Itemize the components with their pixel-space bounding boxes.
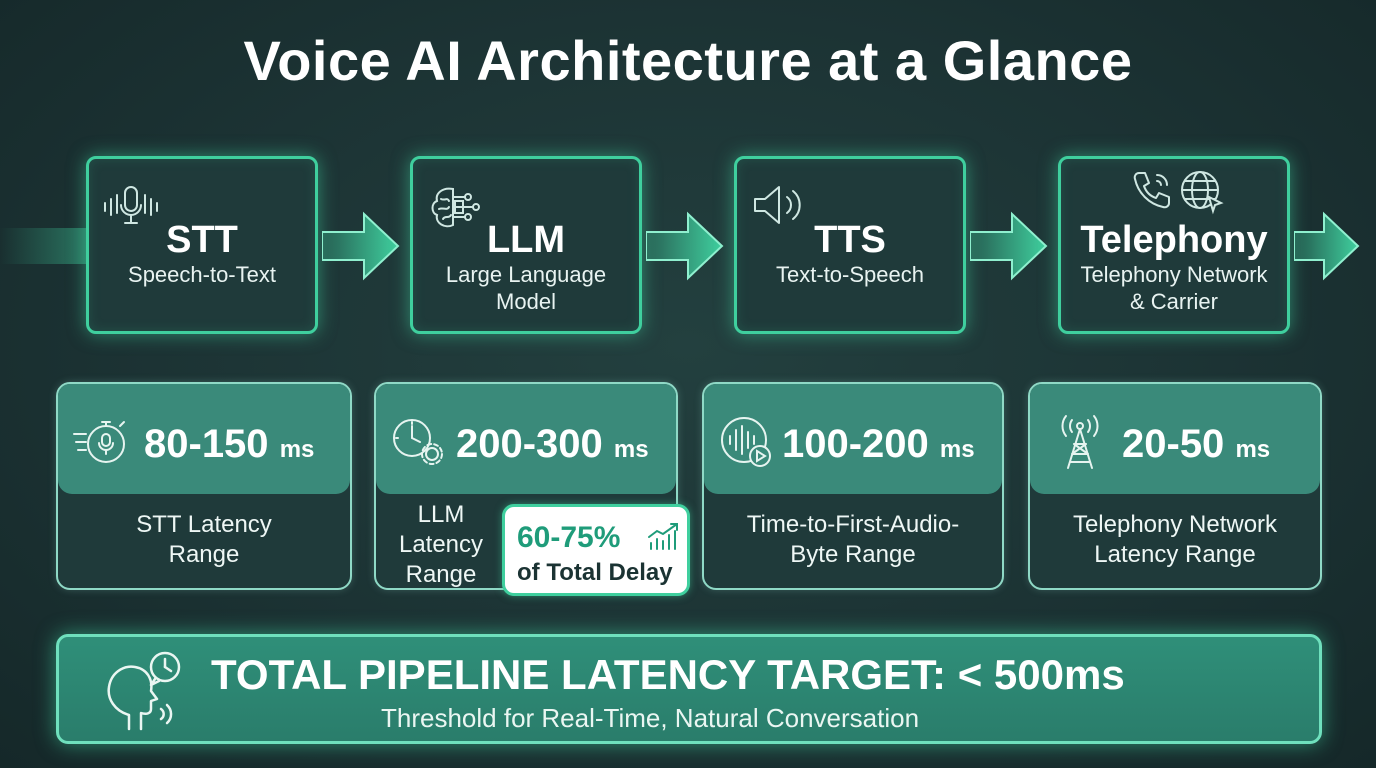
target-subline: Threshold for Real-Time, Natural Convers…: [381, 703, 920, 733]
latency-unit: ms: [613, 436, 649, 463]
pipeline-lead-in: [0, 228, 90, 264]
latency-range: 80-150: [144, 422, 269, 466]
stage-tts: TTS Text-to-Speech: [734, 156, 966, 334]
latency-label-line: STT Latency: [136, 511, 272, 538]
stage-abbr: STT: [166, 219, 238, 261]
stage-desc: Speech-to-Text: [128, 262, 276, 287]
arrow-right: [1294, 210, 1360, 282]
globe-icon: [1179, 169, 1225, 215]
microphone-waveform-icon: [101, 183, 165, 231]
card-band: [376, 384, 676, 494]
cell-tower-icon: [1058, 412, 1102, 470]
latency-label-line: LLM: [417, 501, 465, 528]
stage-stt: STT Speech-to-Text: [86, 156, 318, 334]
latency-range: 200-300: [456, 422, 603, 466]
latency-label: Telephony Network Latency Range: [1030, 510, 1320, 570]
latency-label: LLM Latency Range: [376, 500, 506, 588]
stage-abbr: TTS: [814, 219, 886, 261]
card-band: [1030, 384, 1320, 494]
stage-llm: LLM Large Language Model: [410, 156, 642, 334]
stage-desc-line: & Carrier: [1129, 289, 1218, 314]
stage-desc: Large Language Model: [413, 261, 639, 315]
card-band: [58, 384, 350, 494]
stage-desc: Text-to-Speech: [776, 262, 924, 287]
target-headline: TOTAL PIPELINE LATENCY TARGET: < 500ms: [211, 651, 1125, 698]
arrow-right: [970, 210, 1048, 282]
stage-desc-line: Large Language: [445, 262, 607, 287]
latency-card-telephony: 20-50 ms Telephony Network Latency Range: [1028, 382, 1322, 590]
latency-unit: ms: [279, 436, 315, 463]
latency-label: Time-to-First-Audio- Byte Range: [704, 510, 1002, 570]
arrow-right: [322, 210, 400, 282]
latency-value: 100-200 ms: [782, 422, 975, 467]
latency-target-banner: TOTAL PIPELINE LATENCY TARGET: < 500ms T…: [56, 634, 1322, 744]
latency-card-stt: 80-150 ms STT Latency Range: [56, 382, 352, 590]
latency-card-tts: 100-200 ms Time-to-First-Audio- Byte Ran…: [702, 382, 1004, 590]
arrow-right: [646, 210, 724, 282]
stage-desc-line: Telephony Network: [1080, 262, 1268, 287]
stage-abbr: Telephony: [1080, 219, 1268, 261]
callout-percent: 60-75%: [517, 521, 621, 554]
latency-label-line: Telephony Network: [1072, 511, 1278, 538]
latency-label-line: Time-to-First-Audio-: [746, 511, 960, 538]
latency-label-line: Latency: [398, 531, 484, 558]
bar-chart-trend-icon: [647, 521, 681, 551]
stage-desc: Telephony Network & Carrier: [1061, 261, 1287, 315]
stage-abbr: LLM: [486, 219, 566, 261]
latency-range: 100-200: [782, 422, 929, 466]
latency-range: 20-50: [1122, 422, 1225, 466]
brain-circuit-icon: [427, 183, 487, 233]
speaker-icon: [751, 183, 807, 227]
latency-label-line: Range: [405, 561, 477, 588]
head-speaking-clock-icon: [89, 649, 185, 733]
audio-play-icon: [716, 416, 778, 470]
stage-desc-line: Model: [496, 289, 556, 314]
latency-unit: ms: [1235, 436, 1271, 463]
callout-text: of Total Delay: [517, 559, 673, 586]
diagram-title: Voice AI Architecture at a Glance: [243, 29, 1133, 92]
latency-unit: ms: [939, 436, 975, 463]
latency-label-line: Byte Range: [790, 541, 916, 568]
latency-value: 200-300 ms: [456, 422, 649, 467]
llm-share-callout: 60-75% of Total Delay: [502, 504, 690, 596]
latency-label-line: Range: [168, 541, 240, 568]
stage-telephony: Telephony Telephony Network & Carrier: [1058, 156, 1290, 334]
stopwatch-mic-icon: [72, 416, 132, 466]
latency-value: 20-50 ms: [1122, 422, 1270, 467]
phone-icon: [1131, 169, 1173, 211]
clock-gear-icon: [388, 416, 448, 468]
latency-label: STT Latency Range: [58, 510, 350, 570]
latency-label-line: Latency Range: [1094, 541, 1256, 568]
latency-value: 80-150 ms: [144, 422, 314, 467]
